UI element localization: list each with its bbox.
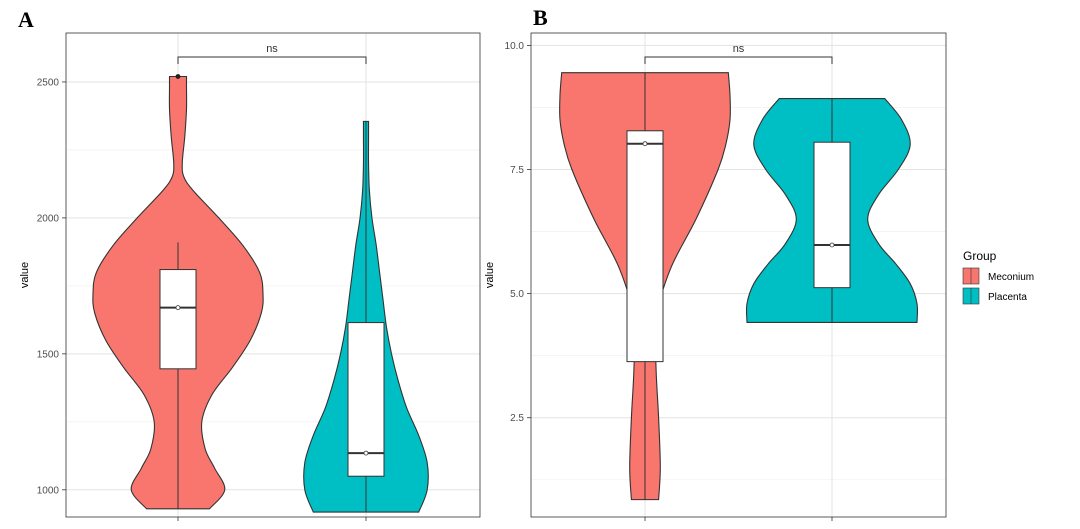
significance-label: ns [733,43,745,55]
mean-point [175,305,181,311]
outlier-point [175,74,181,79]
box-meconium [626,130,664,363]
y-axis-title: value [19,262,31,288]
mean-point [642,141,648,147]
panel-border [65,32,481,518]
mean-point [829,242,835,248]
legend-title: Group [963,249,997,263]
y-tick-label: 5.0 [510,289,524,300]
y-tick-label: 10.0 [505,41,525,52]
y-tick-label: 2500 [37,77,60,88]
significance-bracket [644,56,833,64]
panel-border [530,32,947,518]
legend-label-meconium: Meconium [988,272,1034,283]
box-placenta [347,322,385,477]
y-tick-label: 2.5 [510,413,524,424]
box-placenta [813,141,851,289]
panel-label-b: B [533,5,548,30]
legend-label-placenta: Placenta [988,292,1027,303]
y-tick-label: 2000 [37,213,60,224]
significance-bracket [177,56,367,64]
y-tick-label: 1000 [37,485,60,496]
y-tick-label: 7.5 [510,165,524,176]
y-axis-title: value [484,262,496,288]
mean-point [363,450,369,456]
y-tick-label: 1500 [37,349,60,360]
box-meconium [159,269,197,370]
legend: Group Meconium Placenta [962,249,1034,305]
violin-chart-b: 2.5 5.0 7.5 10.0 value ns [484,32,947,521]
significance-label: ns [266,43,278,55]
panel-label-a: A [18,7,34,32]
violin-chart-a: 1000 1500 2000 2500 value ns [19,32,481,521]
